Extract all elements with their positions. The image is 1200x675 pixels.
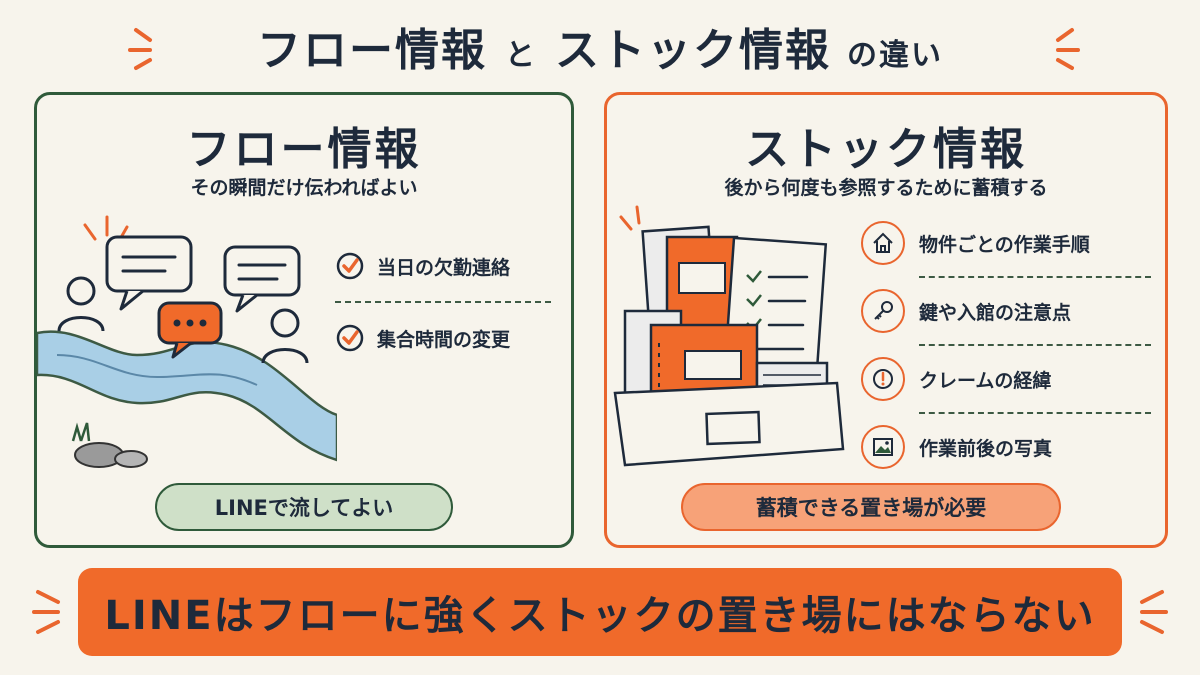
title-flow: フロー情報 [257,25,487,76]
title-suffix: の違い [847,38,943,73]
flow-list: 当日の欠勤連絡 集合時間の変更 [335,237,551,367]
spark-right-icon [1056,28,1080,70]
title-conj: と [505,38,537,73]
person-icon [261,308,309,364]
flow-illustration [37,215,337,468]
divider [919,412,1151,414]
flow-item-label: 当日の欠勤連絡 [377,256,511,279]
flow-title: フロー情報 [186,124,422,175]
title-stock: ストック情報 [555,25,831,76]
speech-bubble-icon [223,245,301,313]
stock-subtitle: 後から何度も参照するために蓄積する [724,177,1048,199]
page-title: フロー情報 と ストック情報 の違い [257,14,943,78]
speech-bubble-icon [105,235,193,311]
divider [919,344,1151,346]
stock-panel: ストック情報 後から何度も参照するために蓄積する [604,92,1168,548]
person-icon [57,276,105,332]
conclusion-banner: LINEはフローに強くストックの置き場にはならない [78,568,1122,656]
key-icon [861,289,905,333]
flow-subtitle: その瞬間だけ伝わればよい [190,177,418,199]
stock-item-label: クレームの経緯 [919,369,1052,392]
stock-list: 物件ごとの作業手順 鍵や入館の注意点 クレームの経緯 作業前後の写真 [861,215,1151,475]
check-icon [336,252,364,280]
list-item: 物件ごとの作業手順 [861,215,1151,271]
check-icon [336,324,364,352]
house-icon [861,221,905,265]
stock-pill: 蓄積できる置き場が必要 [681,483,1061,531]
divider [335,301,551,303]
photo-icon [861,425,905,469]
storage-box-icon [613,381,845,467]
banner-spark-right-icon [1140,590,1168,634]
chat-dots-icon [157,301,223,359]
grass-icon [71,422,91,442]
stock-illustration [613,205,845,467]
banner-spark-left-icon [32,590,60,634]
exclamation-icon [861,357,905,401]
stock-item-label: 鍵や入館の注意点 [919,301,1072,324]
divider [919,276,1151,278]
list-item: クレームの経緯 [861,351,1151,407]
flow-pill: LINEで流してよい [155,483,453,531]
stock-title: ストック情報 [745,124,1027,175]
spark-left-icon [128,28,152,70]
list-item: 作業前後の写真 [861,419,1151,475]
list-item: 集合時間の変更 [335,309,551,367]
river-icon [37,330,337,462]
list-item: 鍵や入館の注意点 [861,283,1151,339]
flow-item-label: 集合時間の変更 [377,328,511,351]
flow-panel: フロー情報 その瞬間だけ伝わればよい [34,92,574,548]
list-item: 当日の欠勤連絡 [335,237,551,295]
stock-item-label: 物件ごとの作業手順 [919,233,1090,256]
stock-spark-icon [619,205,641,231]
header: フロー情報 と ストック情報 の違い [0,10,1200,82]
stock-item-label: 作業前後の写真 [919,437,1053,460]
